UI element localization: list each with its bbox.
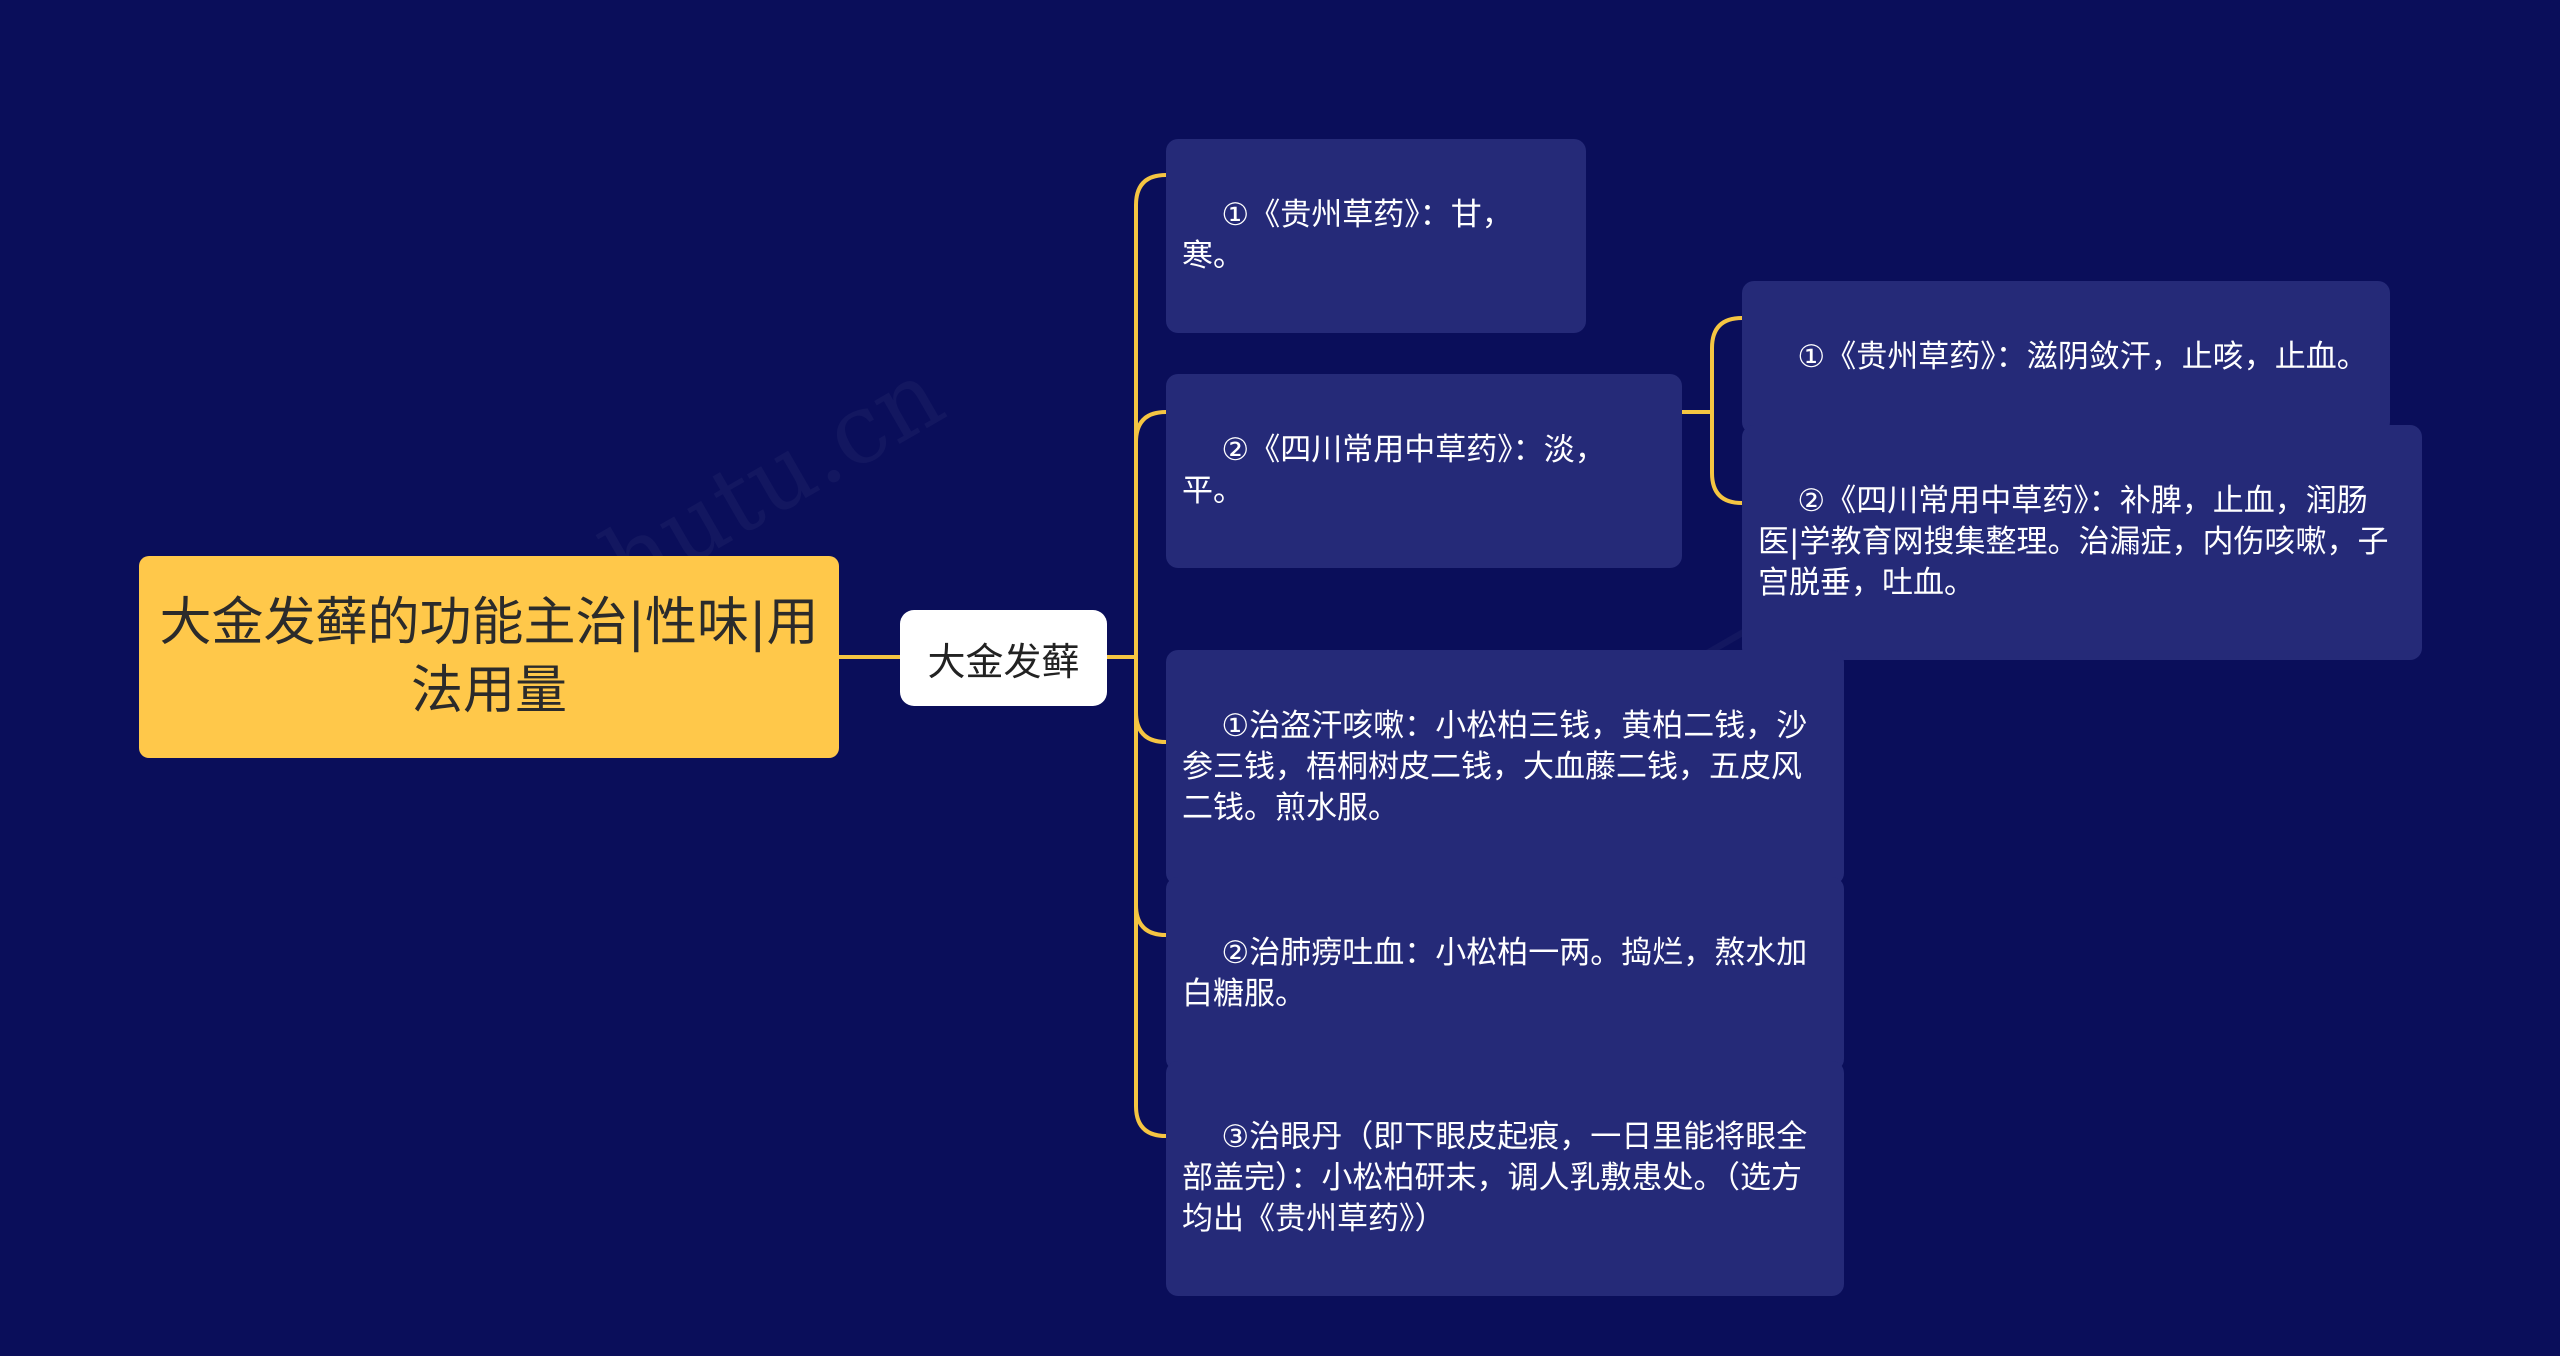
branch-node-label: ①《贵州草药》：甘，寒。 [1182, 197, 1513, 274]
branch-node-5[interactable]: ③治眼丹（即下眼皮起痕，一日里能将眼全部盖完）：小松柏研末，调人乳敷患处。（选方… [1166, 1061, 1844, 1296]
branch-node-4[interactable]: ②治肺痨吐血：小松柏一两。捣烂，熬水加白糖服。 [1166, 877, 1844, 1071]
connector-branch-3 [1134, 711, 1167, 744]
connector-branch-2 [1134, 410, 1167, 443]
central-topic-label: 大金发藓 [927, 639, 1080, 684]
branch-node-label: ③治眼丹（即下眼皮起痕，一日里能将眼全部盖完）：小松柏研末，调人乳敷患处。（选方… [1182, 1119, 1808, 1237]
sub-node-1[interactable]: ①《贵州草药》：滋阴敛汗，止咳，止血。 [1742, 281, 2390, 434]
branch-node-label: ①治盗汗咳嗽：小松柏三钱，黄柏二钱，沙参三钱，梧桐树皮二钱，大血藤二钱，五皮风二… [1182, 708, 1808, 826]
connector-trunk [1134, 173, 1167, 1138]
root-topic-label: 大金发藓的功能主治|性味|用法用量 [159, 593, 819, 721]
branch-node-2[interactable]: ②《四川常用中草药》：淡，平。 [1166, 374, 1682, 568]
sub-node-label: ②《四川常用中草药》：补脾，止血，润肠医|学教育网搜集整理。治漏症，内伤咳嗽，子… [1758, 483, 2389, 601]
branch-node-label: ②《四川常用中草药》：淡，平。 [1182, 432, 1606, 509]
central-topic[interactable]: 大金发藓 [900, 610, 1107, 706]
sub-node-label: ①《贵州草药》：滋阴敛汗，止咳，止血。 [1797, 339, 2368, 375]
connector-branch-4 [1134, 904, 1167, 937]
branch-node-label: ②治肺痨吐血：小松柏一两。捣烂，熬水加白糖服。 [1182, 935, 1808, 1012]
branch-node-1[interactable]: ①《贵州草药》：甘，寒。 [1166, 139, 1586, 333]
sub-node-2[interactable]: ②《四川常用中草药》：补脾，止血，润肠医|学教育网搜集整理。治漏症，内伤咳嗽，子… [1742, 425, 2422, 660]
connector-sub-trunk [1710, 316, 1743, 505]
root-topic[interactable]: 大金发藓的功能主治|性味|用法用量 [139, 556, 839, 758]
branch-node-3[interactable]: ①治盗汗咳嗽：小松柏三钱，黄柏二钱，沙参三钱，梧桐树皮二钱，大血藤二钱，五皮风二… [1166, 650, 1844, 885]
